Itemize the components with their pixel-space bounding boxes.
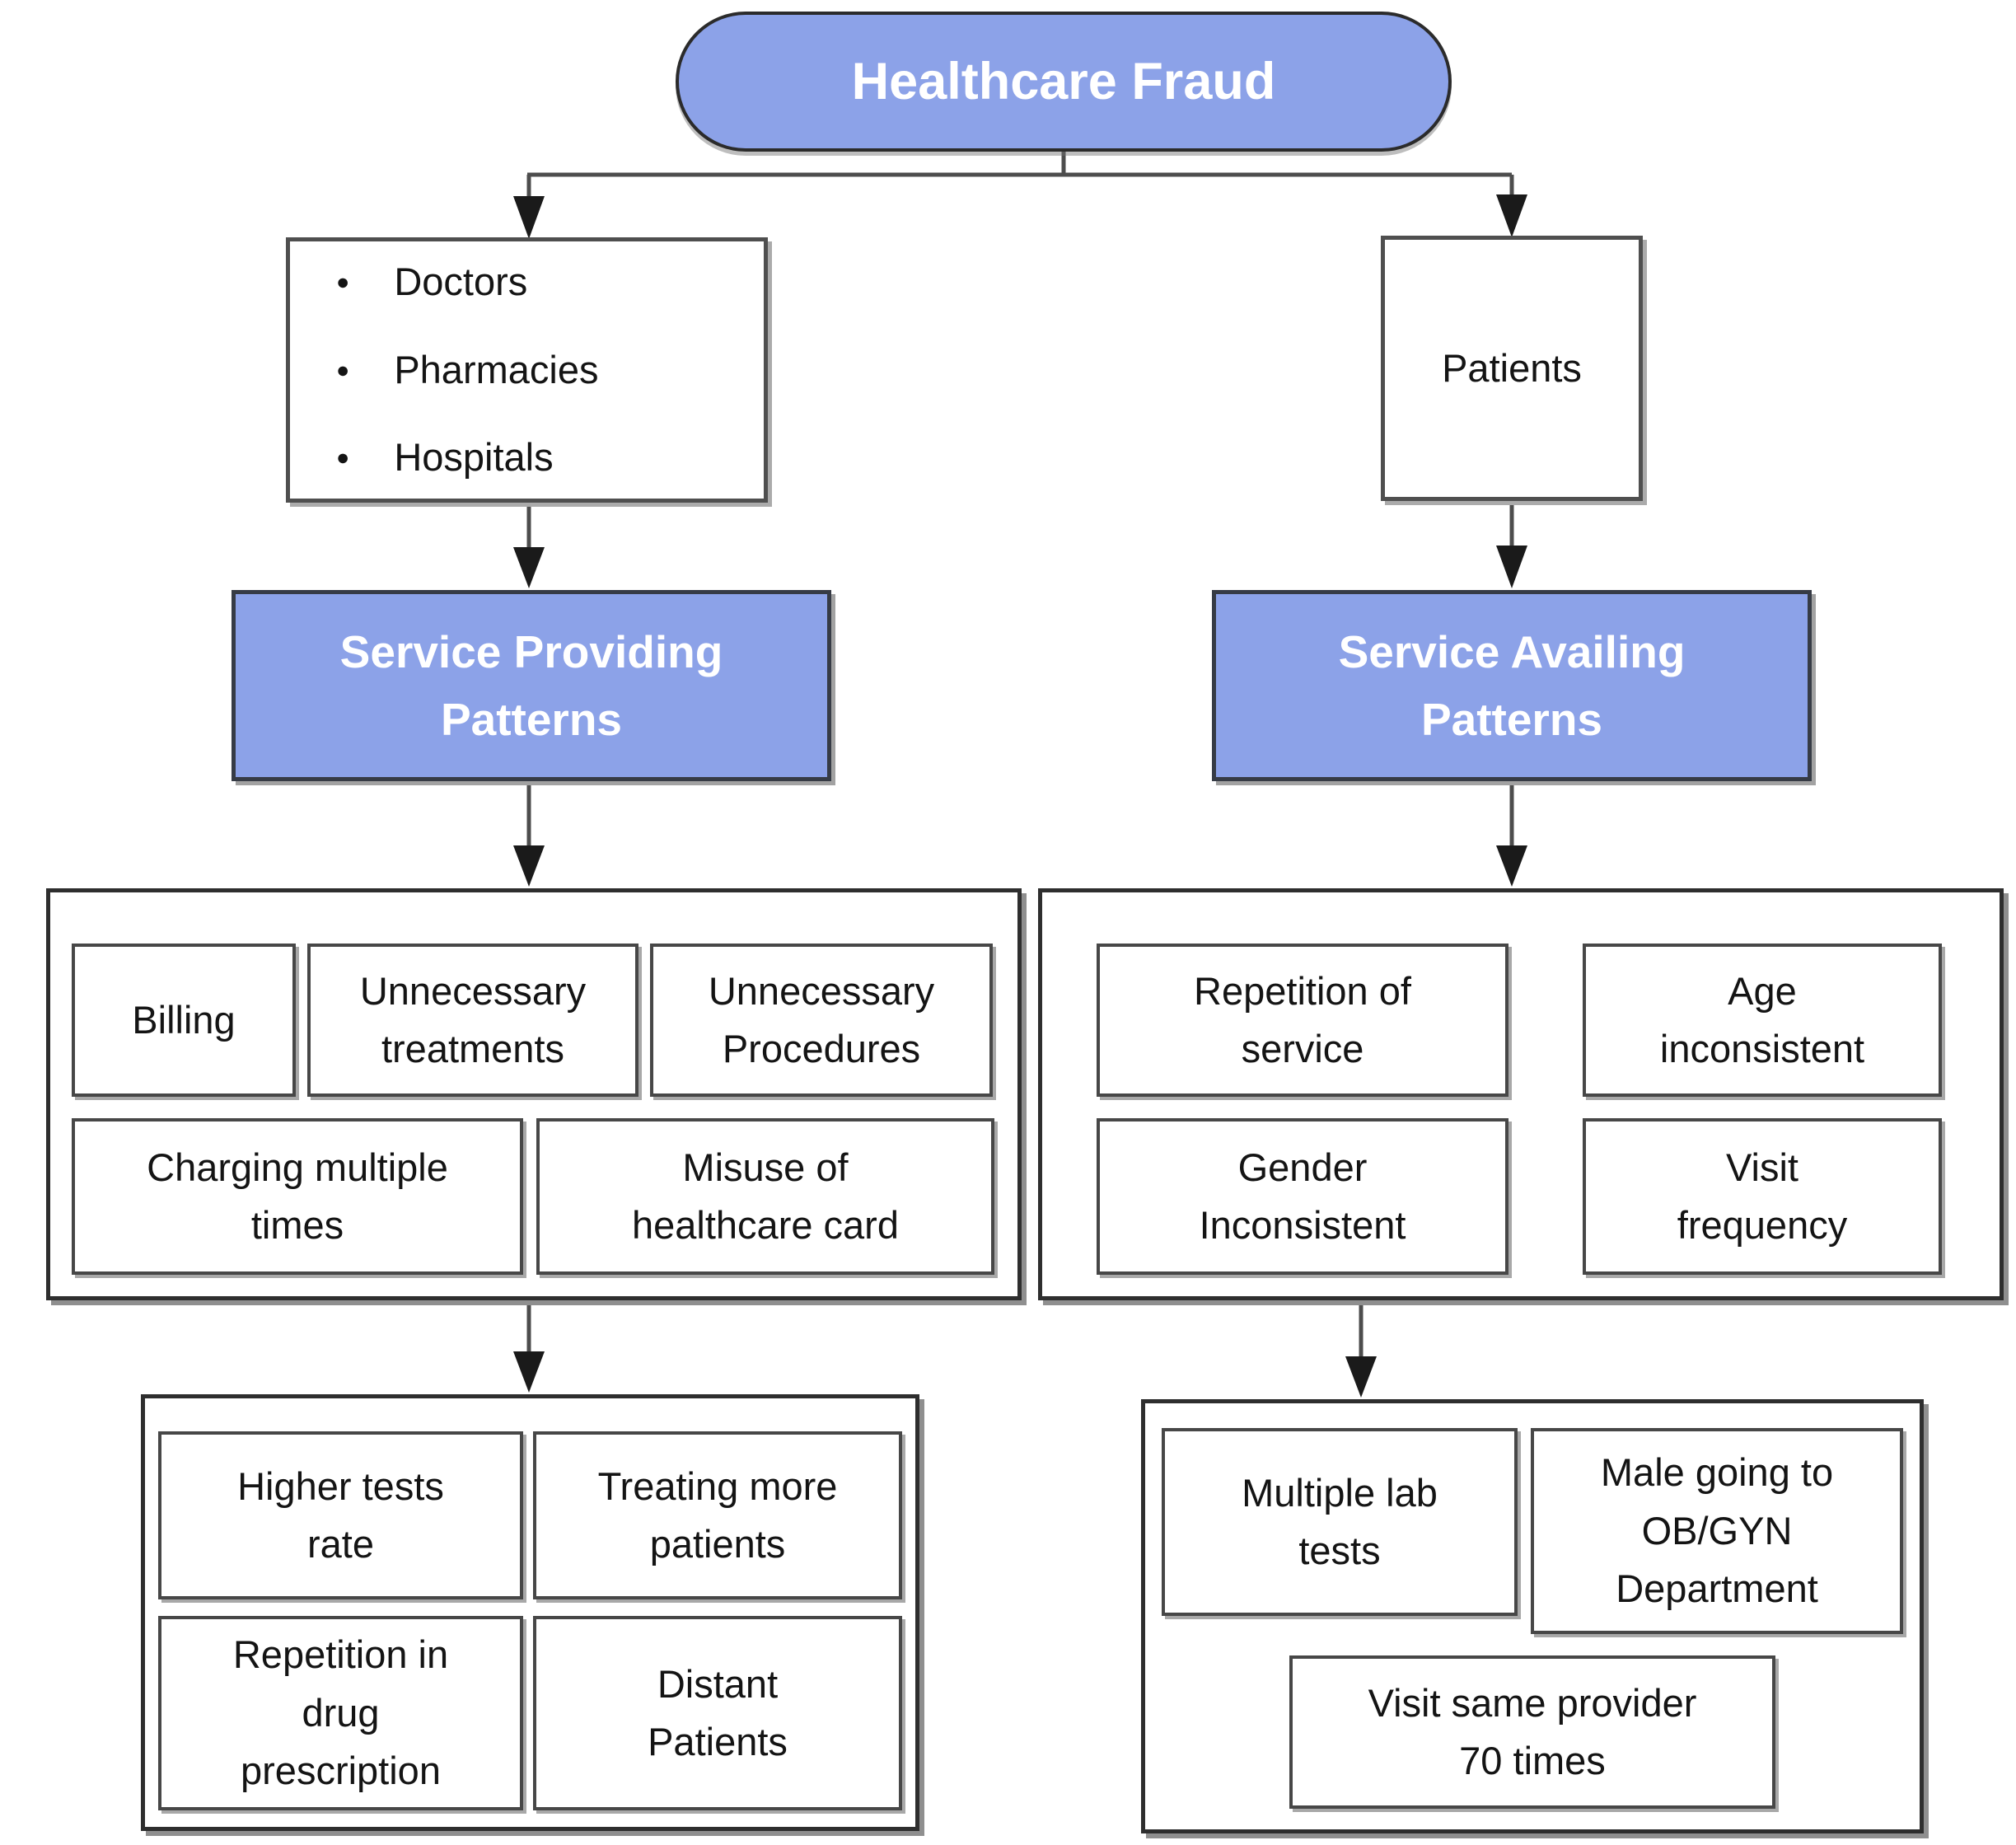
list-item: ● Doctors: [336, 253, 527, 311]
list-item: ● Hospitals: [336, 428, 554, 487]
bullet-icon: ●: [336, 269, 350, 294]
node-healthcare-fraud: Healthcare Fraud: [676, 12, 1452, 152]
list-item: ● Pharmacies: [336, 341, 598, 400]
node-label: Visit frequency: [1677, 1145, 1848, 1248]
node-treating-more-patients: Treating more patients: [533, 1431, 902, 1599]
node-service-providing-patterns: Service Providing Patterns: [232, 590, 831, 781]
entity-label: Pharmacies: [394, 347, 599, 391]
node-visit-frequency: Visit frequency: [1583, 1118, 1942, 1275]
node-unnecessary-treatments: Unnecessary treatments: [307, 944, 638, 1097]
node-label: Repetition of service: [1194, 968, 1411, 1071]
bullet-icon: ●: [336, 445, 350, 470]
group-availing-indicators: Multiple lab tests Male going to OB/GYN …: [1141, 1399, 1924, 1833]
node-misuse-healthcare-card: Misuse of healthcare card: [536, 1118, 994, 1275]
group-row: Billing Unnecessary treatments Unnecessa…: [72, 944, 996, 1097]
node-male-obgyn-department: Male going to OB/GYN Department: [1531, 1428, 1903, 1634]
patients-label: Patients: [1442, 345, 1582, 390]
node-age-inconsistent: Age inconsistent: [1583, 944, 1942, 1097]
node-label: Unnecessary Procedures: [708, 968, 935, 1071]
node-gender-inconsistent: Gender Inconsistent: [1097, 1118, 1508, 1275]
group-row: Multiple lab tests Male going to OB/GYN …: [1162, 1428, 1903, 1634]
node-label: Distant Patients: [648, 1661, 788, 1764]
arrow-down-icon: [1345, 1356, 1377, 1398]
pattern-label: Service Availing Patterns: [1338, 625, 1686, 746]
group-row: Repetition in drug prescription Distant …: [158, 1616, 902, 1810]
node-label: Higher tests rate: [237, 1463, 444, 1566]
node-label: Gender Inconsistent: [1199, 1145, 1406, 1248]
node-visit-same-provider-70-times: Visit same provider 70 times: [1289, 1655, 1775, 1809]
arrow-down-icon: [513, 547, 545, 588]
group-row: Repetition of service Age inconsistent: [1097, 944, 1942, 1097]
arrow-down-icon: [513, 196, 545, 239]
node-label: Treating more patients: [597, 1463, 838, 1566]
arrow-down-icon: [1496, 194, 1527, 237]
node-service-availing-patterns: Service Availing Patterns: [1212, 590, 1812, 781]
node-label: Billing: [132, 997, 236, 1042]
node-label: Misuse of healthcare card: [632, 1145, 899, 1248]
group-provider-indicators: Higher tests rate Treating more patients…: [141, 1394, 919, 1831]
group-availing-patterns: Repetition of service Age inconsistent G…: [1038, 888, 2004, 1300]
node-multiple-lab-tests: Multiple lab tests: [1162, 1428, 1518, 1616]
entity-label: Doctors: [394, 260, 528, 304]
node-higher-tests-rate: Higher tests rate: [158, 1431, 523, 1599]
node-repetition-drug-prescription: Repetition in drug prescription: [158, 1616, 523, 1810]
node-label: Male going to OB/GYN Department: [1600, 1450, 1834, 1611]
group-row: Higher tests rate Treating more patients: [158, 1431, 902, 1599]
node-label: Visit same provider 70 times: [1368, 1680, 1697, 1783]
bullet-icon: ●: [336, 357, 350, 382]
entity-label: Hospitals: [394, 435, 554, 480]
arrow-down-icon: [513, 845, 545, 887]
group-provider-patterns: Billing Unnecessary treatments Unnecessa…: [46, 888, 1022, 1300]
node-label: Age inconsistent: [1659, 968, 1865, 1071]
node-provider-entities: ● Doctors ● Pharmacies ● Hospitals: [286, 237, 768, 503]
node-label: Unnecessary treatments: [359, 968, 587, 1071]
root-label: Healthcare Fraud: [851, 53, 1276, 110]
node-label: Repetition in drug prescription: [232, 1632, 449, 1793]
arrow-down-icon: [1496, 546, 1527, 588]
arrow-down-icon: [513, 1351, 545, 1393]
group-row: Charging multiple times Misuse of health…: [72, 1118, 996, 1275]
node-repetition-of-service: Repetition of service: [1097, 944, 1508, 1097]
node-billing: Billing: [72, 944, 296, 1097]
node-label: Multiple lab tests: [1242, 1470, 1438, 1573]
arrow-down-icon: [1496, 845, 1527, 887]
node-unnecessary-procedures: Unnecessary Procedures: [650, 944, 993, 1097]
node-patients: Patients: [1381, 236, 1643, 501]
node-label: Charging multiple times: [147, 1145, 448, 1248]
node-charging-multiple-times: Charging multiple times: [72, 1118, 523, 1275]
pattern-label: Service Providing Patterns: [339, 625, 723, 746]
group-row: Gender Inconsistent Visit frequency: [1097, 1118, 1942, 1275]
node-distant-patients: Distant Patients: [533, 1616, 902, 1810]
